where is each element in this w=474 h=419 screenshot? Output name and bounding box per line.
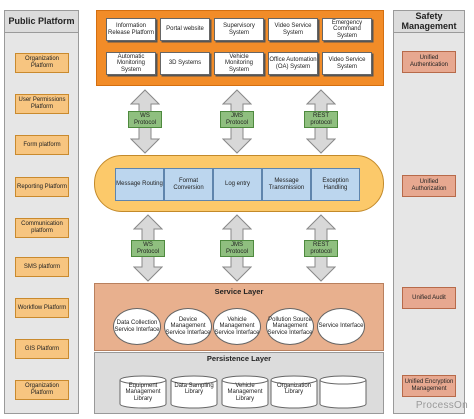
application-box: Video Service System (268, 18, 318, 41)
public-platform-item: SMS platform (15, 257, 69, 277)
bus-function-box: Log entry (213, 168, 262, 201)
application-box: Video Service System (322, 52, 372, 75)
library-label: Organization Library (276, 383, 312, 396)
bus-function-box: Message Routing (115, 168, 164, 201)
public-platform-item: Communication platform (15, 218, 69, 238)
database-icon: Data Sampling Library (170, 375, 218, 409)
public-platform-item: GIS Platform (15, 339, 69, 359)
safety-item: Unified Encryption Management (402, 375, 456, 397)
public-platform-item: Workflow Platform (15, 298, 69, 318)
safety-item: Unified Authentication (402, 51, 456, 73)
persistence-layer: Persistence Layer Equipment Management L… (94, 352, 384, 414)
safety-item: Unified Audit (402, 287, 456, 309)
service-interface: Pollution Source Management Service Inte… (266, 308, 314, 345)
database-icon: Organization Library (270, 375, 318, 409)
application-box: Emergency Command System (322, 18, 372, 41)
library-label: Equipment Management Library (125, 383, 161, 402)
service-interface: Device Management Service Interface (164, 308, 212, 345)
application-box: Office Automation (OA) System (268, 52, 318, 75)
protocol-label: JMS Protocol (220, 240, 254, 257)
protocol-label: REST protocol (304, 111, 338, 128)
persistence-layer-title: Persistence Layer (206, 354, 272, 363)
public-platform-title: Public Platform (5, 11, 78, 33)
application-box: Automatic Monitoring System (106, 52, 156, 75)
application-box: Portal website (160, 18, 210, 41)
application-box: Vehicle Monitoring System (214, 52, 264, 75)
service-interface: Service Interface (317, 308, 365, 345)
bus-function-box: Exception Handling (311, 168, 360, 201)
protocol-label: JMS Protocol (220, 111, 254, 128)
protocol-label: REST protocol (304, 240, 338, 257)
application-box: 3D Systems (160, 52, 210, 75)
service-layer-title: Service Layer (214, 287, 264, 296)
safety-management-title: Safety Management (394, 11, 464, 33)
database-icon: Vehicle Management Library (221, 375, 269, 409)
application-box: Information Release Platform (106, 18, 156, 41)
bus-function-box: Format Conversion (164, 168, 213, 201)
safety-item: Unified Authorization (402, 175, 456, 197)
public-platform-item: Organization Platform (15, 53, 69, 73)
database-icon: Equipment Management Library (119, 375, 167, 409)
application-box: Supervisory System (214, 18, 264, 41)
public-platform-item: User Permissions Platform (15, 94, 69, 114)
service-interface: Vehicle Management Service Interface (213, 308, 261, 345)
service-layer: Service Layer Data Collection Service In… (94, 283, 384, 351)
safety-management-panel: Safety Management Unified Authentication… (393, 10, 465, 414)
watermark: ProcessOn (415, 400, 468, 411)
library-label: Vehicle Management Library (227, 383, 263, 402)
public-platform-item: Organization Platform (15, 380, 69, 400)
application-panel: Information Release Platform Portal webs… (96, 10, 384, 86)
protocol-label: WS Protocol (128, 111, 162, 128)
message-bus: Message Routing Format Conversion Log en… (94, 155, 384, 212)
library-label: Data Sampling Library (174, 383, 214, 396)
bus-function-box: Message Transmission (262, 168, 311, 201)
service-interface: Data Collection Service Interface (113, 308, 161, 345)
protocol-label: WS Protocol (131, 240, 165, 257)
database-icon (319, 375, 367, 409)
public-platform-item: Form platform (15, 135, 69, 155)
public-platform-item: Reporting Platform (15, 177, 69, 197)
public-platform-panel: Public Platform Organization Platform Us… (4, 10, 79, 414)
